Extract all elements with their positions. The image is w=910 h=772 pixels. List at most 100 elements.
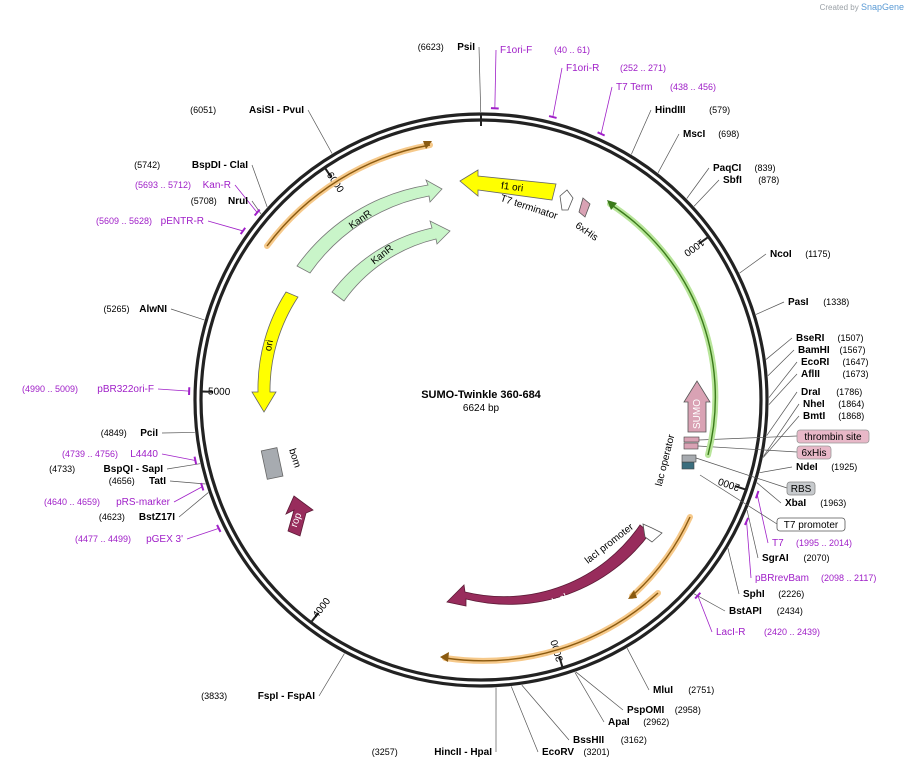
primer-leader — [746, 521, 752, 579]
primer-range: (5693 .. 5712) — [135, 180, 191, 190]
orange-arc-bottom-core — [444, 592, 659, 662]
rbs-box-glyph[interactable] — [681, 454, 697, 463]
enzyme-site-name[interactable]: BamHI — [798, 345, 830, 356]
6xhis-box-glyph[interactable] — [683, 442, 699, 450]
tick-mark — [734, 484, 746, 491]
primer-mark — [253, 208, 261, 217]
feature-box[interactable] — [776, 517, 846, 532]
enzyme-site-location: (2070) — [804, 553, 830, 563]
enzyme-site-name[interactable]: NdeI — [796, 462, 818, 473]
primer-name[interactable]: LacI-R — [716, 627, 745, 638]
enzyme-site-name[interactable]: AflII — [801, 369, 820, 380]
enzyme-site-name[interactable]: TatI — [149, 476, 166, 487]
enzyme-site-name[interactable]: PciI — [140, 428, 158, 439]
leader-line — [626, 648, 650, 691]
leader-line — [478, 46, 482, 113]
enzyme-site-name[interactable]: SbfI — [723, 175, 742, 186]
enzyme-site-name[interactable]: EcoRI — [801, 357, 830, 368]
enzyme-site-name[interactable]: AsiSI - PvuI — [249, 105, 304, 116]
enzyme-site-name[interactable]: AlwNI — [139, 304, 167, 315]
primer-mark — [548, 115, 557, 119]
enzyme-site-name[interactable]: NcoI — [770, 249, 792, 260]
enzyme-site-name[interactable]: HindIII — [655, 105, 686, 116]
feature-box[interactable] — [786, 481, 816, 496]
primer-name[interactable]: F1ori-R — [566, 63, 599, 74]
6xhis-top-glyph[interactable] — [578, 197, 591, 218]
lac-operator-box[interactable] — [681, 461, 695, 470]
primer-name[interactable]: pBR322ori-F — [97, 384, 154, 395]
primer-name[interactable]: Kan-R — [203, 180, 231, 191]
enzyme-site-name[interactable]: SgrAI — [762, 553, 789, 564]
leader-line — [170, 308, 205, 321]
enzyme-site-name[interactable]: BstZ17I — [139, 512, 175, 523]
feature-box[interactable] — [796, 429, 870, 444]
enzyme-site-name[interactable]: HincII - HpaI — [434, 747, 492, 758]
primer-name[interactable]: pGEX 3' — [146, 534, 183, 545]
orange-arc-top-left-core — [266, 144, 431, 247]
feature-leader — [695, 457, 788, 489]
primer-name[interactable]: T7 — [772, 538, 784, 549]
primer-leader — [157, 388, 190, 392]
enzyme-site-location: (1338) — [823, 297, 849, 307]
t7-terminator-glyph[interactable] — [559, 189, 574, 211]
orange-arc-bottom-head — [440, 652, 449, 662]
enzyme-site-location: (5265) — [103, 304, 129, 314]
enzyme-site-name[interactable]: MscI — [683, 129, 705, 140]
leader-line — [739, 253, 767, 274]
bom-box[interactable] — [260, 447, 284, 480]
enzyme-site-name[interactable]: NheI — [803, 399, 825, 410]
enzyme-site-name[interactable]: PspOMI — [627, 705, 664, 716]
orange-arc-right-head — [628, 590, 637, 599]
enzyme-site-name[interactable]: BspDI - ClaI — [192, 160, 248, 171]
enzyme-site-name[interactable]: BssHII — [573, 735, 604, 746]
thrombin-box-glyph[interactable] — [683, 436, 700, 443]
watermark-prefix: Created by — [819, 3, 859, 12]
f1-ori-arrow[interactable] — [459, 169, 557, 201]
laci-promoter-glyph[interactable] — [642, 523, 663, 543]
primer-name[interactable]: F1ori-F — [500, 45, 532, 56]
primer-range: (438 .. 456) — [670, 82, 716, 92]
primer-name[interactable]: L4440 — [130, 449, 158, 460]
enzyme-site-location: (4656) — [109, 476, 135, 486]
feature-leader — [698, 435, 798, 441]
enzyme-site-name[interactable]: BspQI - SapI — [104, 464, 164, 475]
watermark-brand: SnapGene — [860, 2, 904, 12]
enzyme-site-name[interactable]: PsiI — [457, 42, 475, 53]
enzyme-site-name[interactable]: BseRI — [796, 333, 825, 344]
enzyme-site-name[interactable]: NruI — [228, 196, 248, 207]
enzyme-site-name[interactable]: SphI — [743, 589, 765, 600]
enzyme-site-name[interactable]: FspI - FspAI — [258, 691, 315, 702]
enzyme-site-name[interactable]: EcoRV — [542, 747, 574, 758]
enzyme-site-name[interactable]: MluI — [653, 685, 673, 696]
primer-range: (4477 .. 4499) — [75, 534, 131, 544]
enzyme-site-name[interactable]: BmtI — [803, 411, 825, 422]
leader-line — [768, 361, 798, 398]
enzyme-site-name[interactable]: DraI — [801, 387, 821, 398]
enzyme-site-name[interactable]: PaqCI — [713, 163, 742, 174]
ori-arrow[interactable] — [251, 291, 299, 413]
primer-name[interactable]: pBRrevBam — [755, 573, 809, 584]
laci-arrow[interactable] — [446, 524, 651, 607]
primer-range: (2098 .. 2117) — [821, 573, 876, 583]
enzyme-site-name[interactable]: XbaI — [785, 498, 806, 509]
kanr-arrow-outer[interactable] — [296, 179, 443, 274]
primer-name[interactable]: pRS-marker — [116, 497, 171, 508]
primer-range: (2420 .. 2439) — [764, 627, 820, 637]
enzyme-site-name[interactable]: PasI — [788, 297, 809, 308]
leader-line — [765, 337, 793, 360]
leader-line — [763, 403, 800, 457]
primer-name[interactable]: T7 Term — [616, 82, 653, 93]
kanr-arrow-inner[interactable] — [331, 220, 451, 302]
leader-line — [251, 200, 262, 215]
enzyme-site-location: (1963) — [820, 498, 846, 508]
feature-box[interactable] — [796, 445, 832, 460]
sumo-arrow[interactable] — [683, 380, 711, 433]
enzyme-site-location: (1647) — [843, 357, 869, 367]
primer-name[interactable]: pENTR-R — [161, 216, 204, 227]
enzyme-site-name[interactable]: ApaI — [608, 717, 630, 728]
rop-arrow[interactable] — [285, 495, 314, 537]
primer-leader — [234, 184, 258, 213]
enzyme-site-name[interactable]: BstAPI — [729, 606, 762, 617]
enzyme-site-location: (1864) — [838, 399, 864, 409]
